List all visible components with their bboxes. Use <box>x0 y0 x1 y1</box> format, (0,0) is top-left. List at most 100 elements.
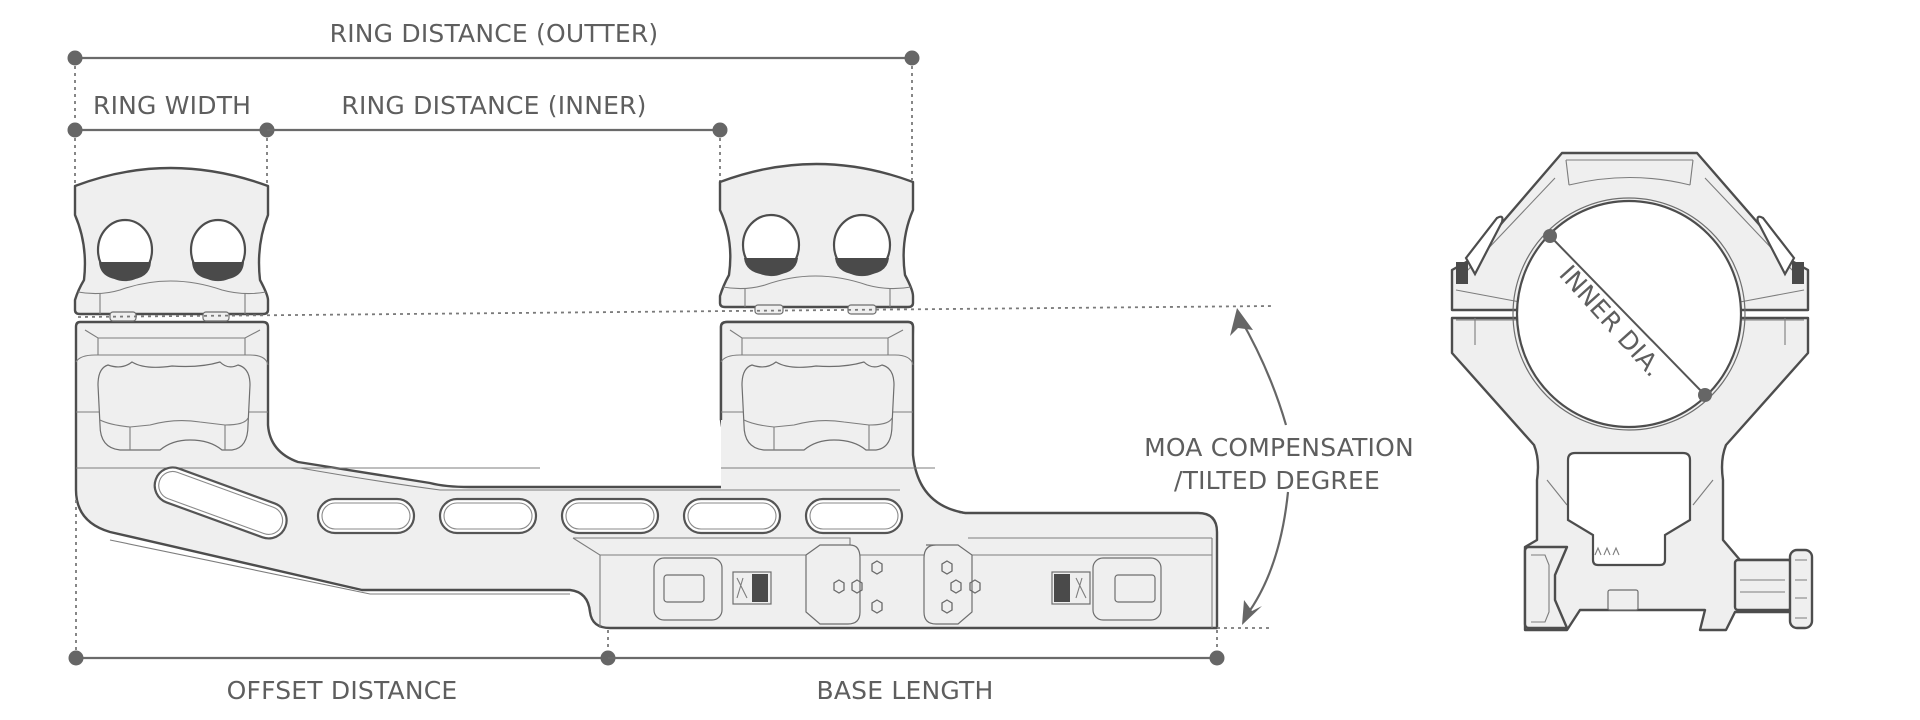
cap-contour <box>77 280 267 295</box>
hex-bolt-icon <box>871 560 883 575</box>
hex-bolt-icon <box>871 599 883 614</box>
jaw-facet <box>1531 554 1550 623</box>
label-moa-line2: /TILTED DEGREE <box>1174 466 1380 495</box>
arrowhead-down-icon <box>1242 600 1262 625</box>
screw-head-dark <box>752 574 768 602</box>
slot <box>804 497 904 535</box>
bolt-plate-left <box>805 544 861 625</box>
ring-front-view: INNER DIA. <box>1450 151 1814 632</box>
label-base-length: BASE LENGTH <box>816 676 993 705</box>
ring-top-facet <box>1455 289 1805 303</box>
hex-bolt-icon <box>833 579 845 594</box>
ring-bore <box>1515 199 1743 429</box>
right-ring-base-pocket <box>741 361 895 451</box>
cap-hole-shadow <box>99 262 151 280</box>
dimension-ring-distance-inner: RING DISTANCE (INNER) <box>267 91 728 182</box>
mount-body <box>74 320 1219 630</box>
inner-diameter-line <box>1549 235 1706 396</box>
pocket-line <box>773 425 870 450</box>
label-ring-width: RING WIDTH <box>93 91 251 120</box>
pocket-line <box>129 425 226 450</box>
cap-hole-shadow <box>835 258 889 275</box>
slot <box>153 466 288 540</box>
chamfer-line <box>75 354 269 366</box>
chamfer-line <box>741 338 889 355</box>
dimension-endpoint <box>67 50 83 66</box>
cap-contour <box>722 275 912 290</box>
pocket-line <box>743 417 893 428</box>
spring-icon <box>1594 546 1620 556</box>
label-ring-distance-inner: RING DISTANCE (INNER) <box>341 91 646 120</box>
cap-contour <box>744 288 891 307</box>
body-line <box>1474 318 1786 345</box>
slit-shadow <box>1792 262 1804 284</box>
slot-inner <box>158 470 284 535</box>
slanted-slot <box>153 466 288 540</box>
chamfer-line <box>729 329 904 339</box>
bolt-plate-right <box>923 544 973 625</box>
ring-side-slit <box>1464 215 1504 277</box>
cap-screw <box>754 304 784 315</box>
arrowhead-up-icon <box>1230 308 1253 336</box>
cap-hole-shadow <box>192 262 244 280</box>
dimension-ring-distance-outer: RING DISTANCE (OUTTER) <box>67 19 920 180</box>
arc-upper <box>1239 317 1288 426</box>
base-clamp-section <box>572 537 1213 628</box>
chamfer-line <box>97 338 246 355</box>
dimension-endpoint <box>712 122 728 138</box>
moa-compensation-indicator: MOA COMPENSATION /TILTED DEGREE <box>1144 308 1414 625</box>
label-moa-line1: MOA COMPENSATION <box>1144 433 1414 462</box>
slit-shadow <box>1456 262 1468 284</box>
hex-bolt-icon <box>950 579 962 594</box>
dimension-offset-distance: OFFSET DISTANCE <box>68 500 616 705</box>
dimension-endpoint <box>1543 229 1557 243</box>
slot <box>316 497 416 535</box>
shaft-line <box>1740 579 1785 593</box>
left-ring-base-pocket <box>97 361 251 451</box>
hex-bolt-icon <box>941 560 953 575</box>
knob-grip <box>1795 559 1807 619</box>
chamfer-line <box>720 354 914 366</box>
lightening-slots <box>316 497 904 535</box>
screw-thread <box>1075 577 1087 599</box>
ring-cap-right <box>718 162 915 309</box>
ring-side-slit <box>1756 215 1796 277</box>
arc-lower <box>1245 491 1290 617</box>
slot <box>560 497 660 535</box>
screw-thread <box>736 577 748 599</box>
dimension-endpoint <box>68 650 84 666</box>
lever-slot <box>1114 574 1156 603</box>
dimension-endpoint <box>1698 388 1712 402</box>
slot <box>438 497 538 535</box>
hex-bolts-left <box>833 560 883 614</box>
chamfer-line <box>84 329 261 339</box>
label-ring-distance-outer: RING DISTANCE (OUTTER) <box>330 19 659 48</box>
rail-clamp-jaw-left <box>1523 545 1569 630</box>
cap-hole-shadow <box>744 258 798 275</box>
dimension-ring-width: RING WIDTH <box>67 91 275 186</box>
thumb-screw-knob <box>1788 548 1814 630</box>
dimension-endpoint <box>904 50 920 66</box>
ring-bore-outer <box>1512 197 1746 431</box>
base-line <box>573 537 1212 545</box>
hex-bolt-icon <box>851 579 863 594</box>
dimension-endpoint <box>67 122 83 138</box>
cross-bolt <box>1607 589 1639 611</box>
ring-top-facet <box>1565 159 1694 186</box>
reference-line-scope-axis <box>77 305 1274 318</box>
ring-cap-left <box>73 166 270 316</box>
label-offset-distance: OFFSET DISTANCE <box>227 676 458 705</box>
hex-bolt-icon <box>941 599 953 614</box>
body-line <box>1546 479 1714 506</box>
hex-bolts-right <box>941 560 981 614</box>
lever-slot <box>663 574 705 603</box>
mount-side-view <box>73 162 1274 630</box>
ring-window <box>1566 451 1692 567</box>
cap-contour <box>99 293 246 314</box>
cap-screw <box>202 311 230 322</box>
right-ring-base-outline <box>719 320 966 515</box>
hex-bolt-icon <box>969 579 981 594</box>
dimension-base-length: BASE LENGTH <box>608 630 1225 705</box>
screw-head-dark <box>1054 574 1070 602</box>
